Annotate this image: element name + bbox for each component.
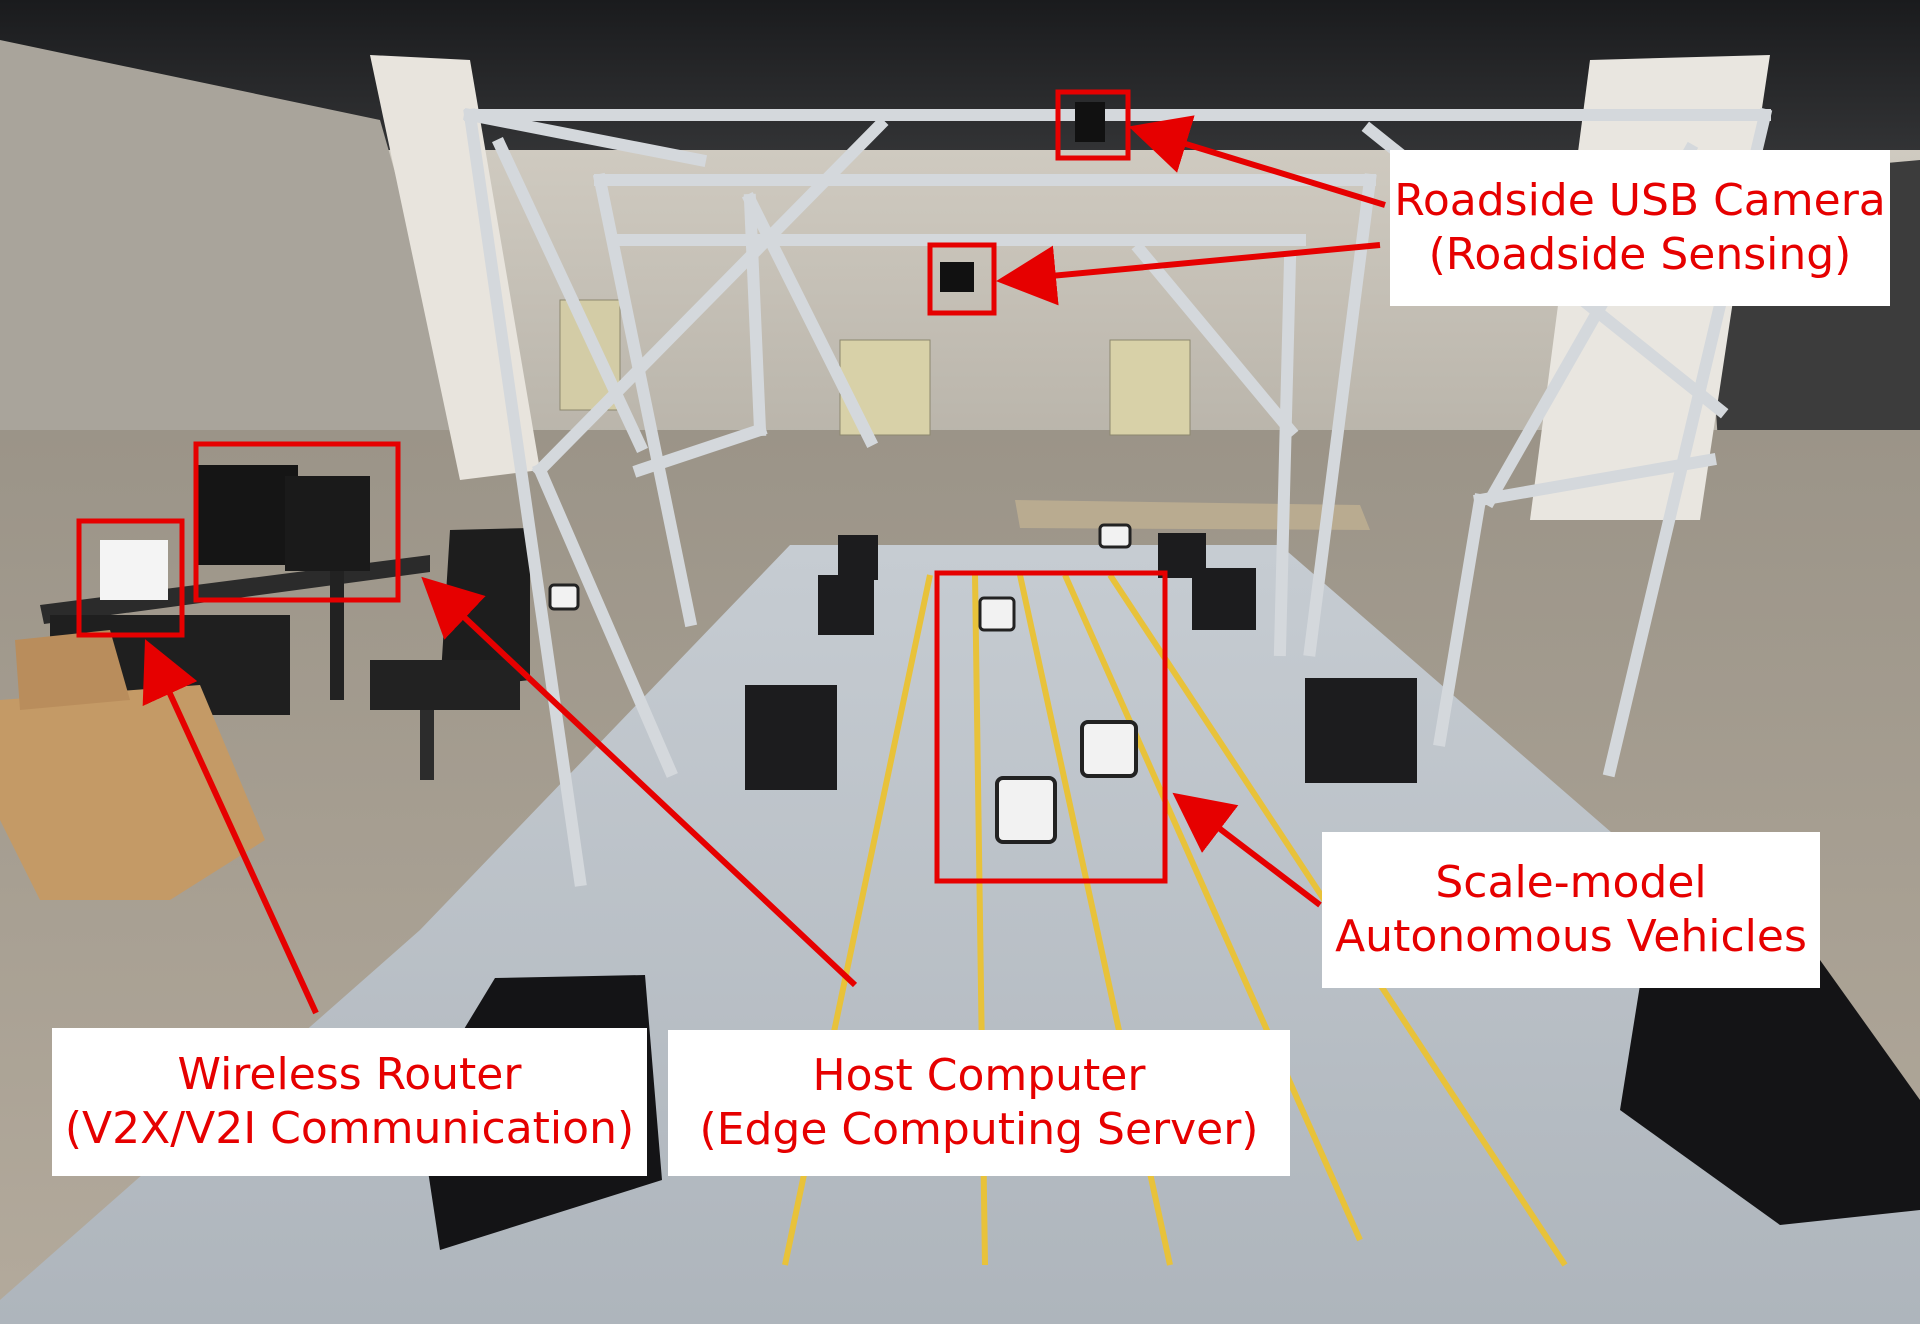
pc-tower	[285, 476, 370, 571]
camera-unit	[1075, 102, 1105, 142]
arrow-camera-top	[1128, 115, 1386, 208]
vehicle	[995, 776, 1057, 844]
arrow-camera-mid	[996, 242, 1381, 306]
door	[839, 339, 931, 436]
left-wall	[0, 40, 480, 520]
vehicle	[548, 583, 580, 611]
label-vehicles-line1: Scale-model	[1435, 857, 1707, 908]
black-case	[745, 685, 837, 790]
label-host-computer: Host Computer (Edge Computing Server)	[668, 1030, 1290, 1176]
highlight-camera-mid	[927, 242, 997, 316]
highlight-camera-top	[1055, 89, 1131, 161]
column	[370, 55, 540, 480]
door	[1109, 339, 1191, 436]
label-host-line2: (Edge Computing Server)	[699, 1104, 1259, 1155]
lane-line	[1062, 573, 1363, 1242]
label-camera-line2: (Roadside Sensing)	[1428, 229, 1852, 280]
camera-unit	[940, 262, 974, 292]
label-host-line1: Host Computer	[812, 1050, 1146, 1101]
black-case	[838, 535, 878, 580]
vehicle	[978, 596, 1016, 632]
label-vehicles-line2: Autonomous Vehicles	[1335, 911, 1807, 962]
label-router-line1: Wireless Router	[177, 1049, 522, 1100]
vehicle	[1098, 523, 1132, 549]
label-camera-line1: Roadside USB Camera	[1394, 175, 1886, 226]
highlight-host-computer	[193, 441, 401, 603]
desk-leg	[330, 570, 344, 700]
label-wireless-router: Wireless Router (V2X/V2I Communication)	[52, 1028, 647, 1176]
black-case	[818, 575, 874, 635]
arrow-host	[421, 576, 858, 988]
arrow-vehicles	[1172, 792, 1322, 908]
annotation-boxes	[76, 89, 1168, 884]
black-case	[1192, 568, 1256, 630]
label-roadside-camera: Roadside USB Camera (Roadside Sensing)	[1390, 150, 1890, 306]
label-autonomous-vehicles: Scale-model Autonomous Vehicles	[1322, 832, 1820, 988]
highlight-router	[76, 518, 185, 638]
highlight-vehicles	[934, 570, 1168, 884]
chair-base	[420, 710, 434, 780]
black-case	[1620, 960, 1920, 1225]
annotation-arrows	[142, 115, 1386, 1015]
autonomous-vehicles	[548, 523, 1138, 844]
monitor	[198, 465, 298, 565]
cardboard-box	[0, 685, 265, 900]
router-device	[100, 540, 168, 600]
chair-seat	[370, 660, 520, 710]
vehicle	[1080, 720, 1138, 778]
cardboard-box	[15, 630, 130, 710]
arrow-router	[142, 639, 319, 1015]
label-router-line2: (V2X/V2I Communication)	[64, 1103, 635, 1154]
black-case	[1305, 678, 1417, 783]
rug	[1015, 500, 1370, 530]
